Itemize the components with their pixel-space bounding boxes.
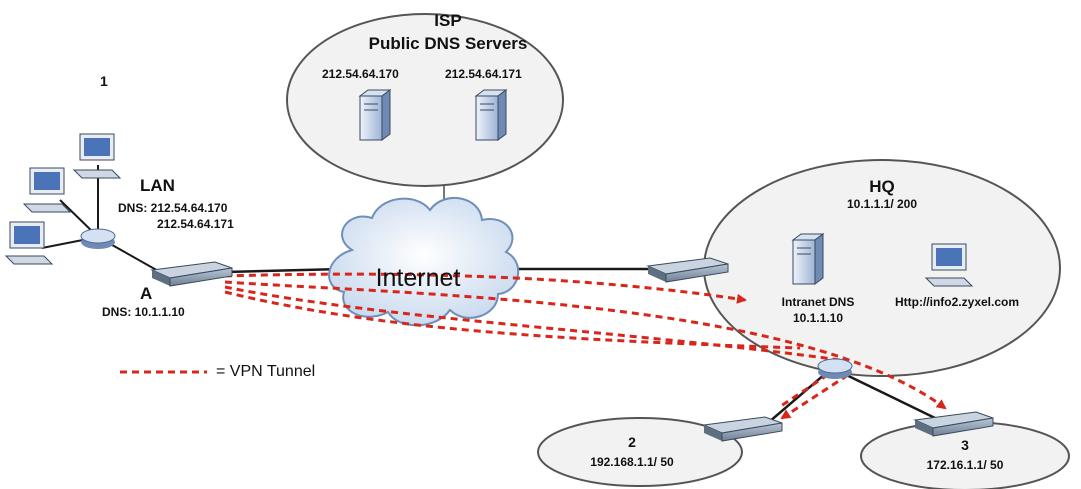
gateway-hq-device [646, 257, 729, 283]
site-a-number: 1 [100, 73, 108, 89]
router-to-branch2-link [761, 367, 833, 429]
branch3-subnet: 172.16.1.1/ 50 [926, 458, 1004, 472]
branch3-number: 3 [961, 437, 969, 453]
vpn-tunnels [224, 272, 947, 420]
legend-vpn-label: = VPN Tunnel [216, 363, 316, 380]
hq-router-icon [817, 358, 853, 379]
lan-router-icon [80, 228, 116, 249]
branch2-number: 2 [628, 434, 636, 450]
hq-dns-server-icon [791, 233, 825, 285]
lan-dns-2: 212.54.64.171 [157, 217, 234, 231]
gateway-a-label: A [140, 284, 153, 303]
lan-computer-icon [22, 167, 72, 213]
hq-dns-ip: 10.1.1.10 [792, 311, 844, 325]
gateway-branch2-device [702, 416, 783, 442]
isp-dns-server-icon [474, 89, 508, 141]
hq-dns-label: Intranet DNS [781, 295, 855, 309]
hq-title: HQ [869, 177, 895, 196]
router-to-branch3-link [831, 366, 936, 420]
hq-subnet: 10.1.1.1/ 200 [846, 197, 918, 211]
hq-web-computer-icon [924, 243, 974, 287]
isp-server2-ip: 212.54.64.171 [445, 67, 522, 81]
branch3-region [860, 421, 1070, 489]
gateway-branch3-device [913, 411, 994, 437]
isp-title: ISP [434, 11, 462, 30]
a-to-internet-link [224, 267, 343, 274]
lan-dns-1: DNS: 212.54.64.170 [118, 201, 228, 215]
isp-subtitle: Public DNS Servers [368, 34, 528, 53]
lan-label: LAN [140, 176, 175, 195]
gateway-a-device [150, 261, 233, 287]
gateway-a-dns: DNS: 10.1.1.10 [102, 305, 185, 319]
internet-label: Internet [375, 264, 461, 292]
branch2-subnet: 192.168.1.1/ 50 [590, 455, 674, 469]
internet-cloud [328, 196, 520, 327]
isp-dns-server-icon [358, 89, 392, 141]
lan-computer-icon [4, 221, 54, 265]
hq-web-label: Http://info2.zyxel.com [894, 295, 1020, 309]
branch2-region [537, 417, 743, 487]
isp-region [286, 13, 564, 187]
isp-server1-ip: 212.54.64.170 [322, 67, 399, 81]
lan-computer-icon [72, 133, 122, 179]
